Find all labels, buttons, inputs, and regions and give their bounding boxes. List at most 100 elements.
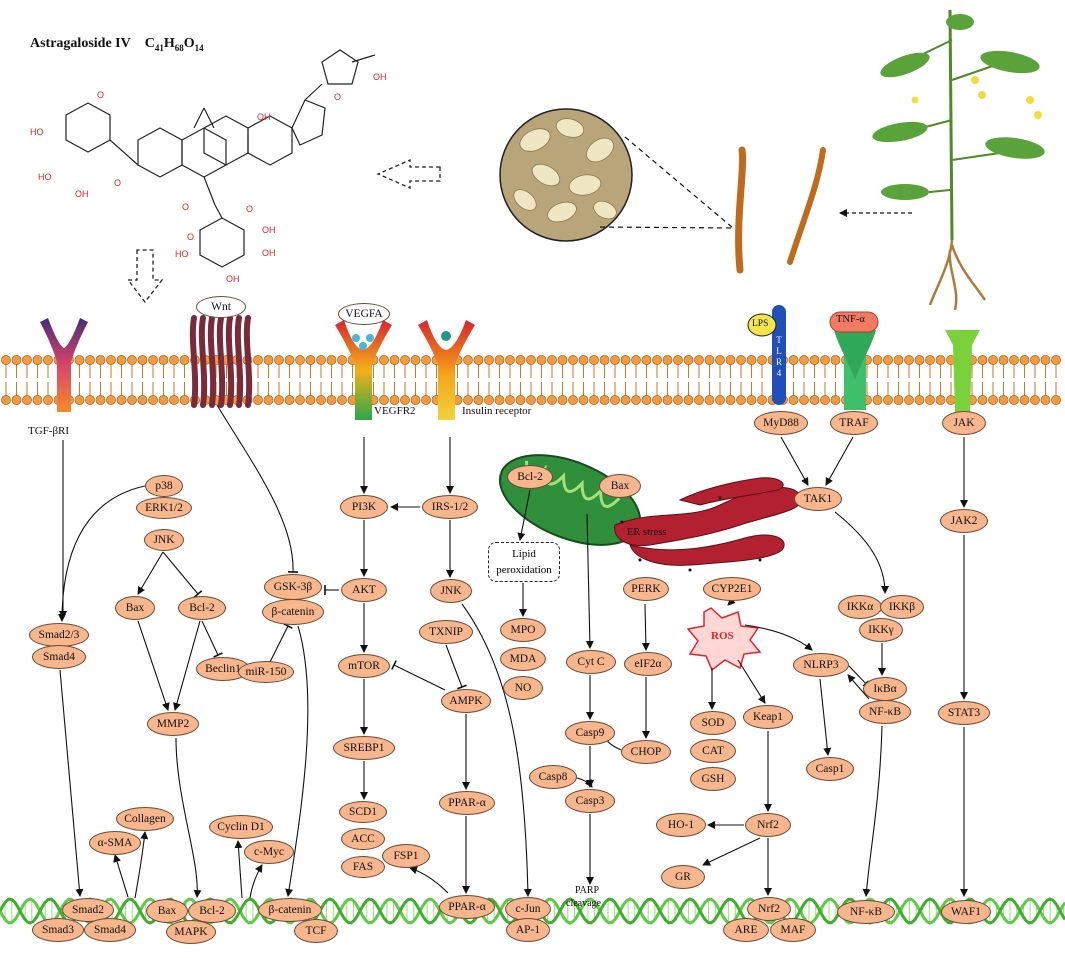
node-maf-dna: MAF (770, 918, 816, 942)
node-acc: ACC (341, 828, 385, 850)
node-mapk-dna: MAPK (166, 920, 216, 944)
node-waf1-dna: WAF1 (941, 900, 991, 924)
node-mmp2: MMP2 (147, 712, 199, 736)
node-bax-mapk: Bax (115, 596, 155, 620)
node-ikkb: IKKβ (880, 595, 924, 619)
node-smad23: Smad2/3 (29, 623, 89, 647)
receptor-label-vegfr2: VEGFR2 (374, 405, 416, 417)
node-bcl2-mito: Bcl-2 (507, 465, 553, 489)
svg-text:OH: OH (262, 225, 276, 235)
node-fas: FAS (341, 856, 385, 878)
node-casp1: Casp1 (806, 757, 854, 781)
node-cytc: Cyt C (566, 650, 616, 674)
node-bax-dna: Bax (146, 899, 188, 923)
node-mtor: mTOR (338, 654, 390, 678)
node-bax-mito: Bax (599, 474, 641, 498)
svg-text:HO: HO (38, 172, 52, 182)
parp-label: PARP (575, 885, 600, 896)
molecule-structure (65, 49, 376, 268)
node-nrf2: Nrf2 (745, 813, 791, 837)
node-mda: MDA (500, 647, 546, 671)
lps-ligand: LPS (752, 319, 769, 329)
node-casp8: Casp8 (529, 765, 577, 789)
compound-title: Astragaloside IV C41H68O14 (30, 36, 204, 53)
node-ho1: HO-1 (656, 813, 706, 837)
node-eif2a: eIF2α (624, 652, 672, 676)
node-ikba: IκBα (863, 677, 907, 701)
svg-text:OH: OH (226, 274, 240, 284)
lipid-peroxidation-box: Lipid peroxidation (488, 542, 560, 582)
endoplasmic-reticulum-icon (614, 477, 803, 566)
receptor-label-insulin: Insulin receptor (462, 405, 532, 417)
svg-text:OH: OH (257, 112, 271, 122)
node-jnk-insulin: JNK (430, 579, 472, 603)
svg-text:OH: OH (373, 72, 387, 82)
vegfa-ligand: VEGFA (338, 303, 390, 325)
node-smad3-dna: Smad3 (32, 918, 84, 942)
node-tcf-dna: TCF (294, 919, 338, 943)
node-cyclin-d1: Cyclin D1 (209, 815, 273, 839)
node-gsh: GSH (690, 767, 736, 791)
tlr4-label: TLR4 (775, 335, 782, 378)
svg-text:O: O (182, 202, 189, 212)
node-chop: CHOP (621, 740, 671, 764)
tnf-receptor-icon (829, 311, 879, 410)
frizzled-receptor-icon (189, 315, 253, 408)
compound-formula: C41H68O14 (144, 36, 204, 53)
node-ikkg: IKKγ (859, 618, 903, 642)
svg-text:HO: HO (175, 249, 189, 259)
er-stress-label: ER stress (627, 527, 667, 538)
tlr4-receptor-icon (747, 305, 786, 405)
node-keap1: Keap1 (743, 705, 793, 729)
svg-text:O: O (246, 204, 253, 214)
node-jak2: JAK2 (940, 509, 988, 533)
node-perk: PERK (623, 577, 669, 601)
node-sod: SOD (690, 711, 736, 735)
node-irs12: IRS-1/2 (422, 495, 478, 519)
node-ap1-dna: AP-1 (506, 918, 550, 942)
node-gr: GR (661, 865, 705, 889)
svg-text:HO: HO (30, 127, 44, 137)
node-beta-catenin-dna: β-catenin (258, 898, 322, 922)
wnt-ligand: Wnt (196, 296, 246, 318)
jak-receptor-icon (945, 330, 980, 412)
svg-text:O: O (97, 90, 104, 100)
node-fsp1: FSP1 (382, 844, 430, 868)
node-akt: AKT (341, 578, 387, 602)
tnf-ligand: TNF-α (836, 314, 865, 325)
root-piece-icon (735, 146, 747, 274)
svg-text:O: O (334, 92, 341, 102)
node-mpo: MPO (500, 618, 546, 642)
node-ikka: IKKα (838, 595, 882, 619)
astragalus-plant-icon (872, 9, 1045, 311)
receptor-label-tgf: TGF-βRI (28, 425, 70, 437)
node-nrf2-dna: Nrf2 (747, 897, 791, 921)
node-cat: CAT (690, 739, 736, 763)
node-smad4-dna: Smad4 (84, 918, 136, 942)
node-mir150: miR-150 (238, 661, 294, 683)
insulin-receptor-icon (418, 320, 475, 420)
node-c-myc: c-Myc (244, 840, 294, 864)
svg-text:OH: OH (262, 248, 276, 258)
svg-text:O: O (114, 178, 121, 188)
vegfr2-receptor-icon (335, 320, 392, 420)
node-casp3: Casp3 (565, 789, 615, 813)
node-jnk-mapk: JNK (144, 529, 184, 551)
source-arrows (126, 159, 441, 304)
node-jak: JAK (942, 411, 986, 435)
ros-burst-icon (686, 607, 762, 672)
ros-label: ROS (711, 630, 734, 642)
node-txnip: TXNIP (419, 620, 473, 644)
node-ppar-alpha: PPAR-α (439, 791, 495, 815)
node-beta-catenin: β-catenin (262, 599, 324, 625)
node-tak1: TAK1 (794, 487, 842, 511)
node-nfkb: NF-κB (859, 700, 911, 724)
node-bcl2-dna: Bcl-2 (188, 899, 236, 923)
node-nlrp3: NLRP3 (793, 653, 849, 677)
node-alpha-sma: α-SMA (89, 831, 141, 855)
node-are-dna: ARE (723, 918, 769, 942)
node-ampk: AMPK (441, 689, 491, 713)
node-traf: TRAF (830, 411, 878, 435)
